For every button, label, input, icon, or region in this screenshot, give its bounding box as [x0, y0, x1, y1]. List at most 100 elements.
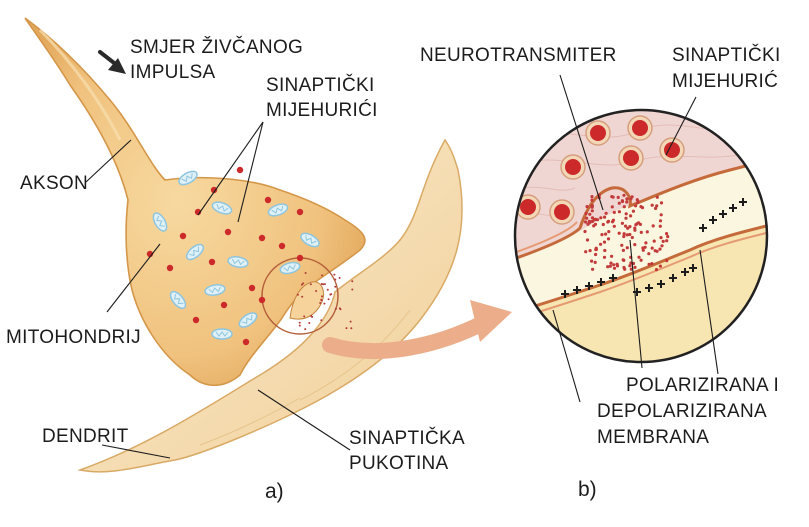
membrane-label-line1: POLARIZIRANA I	[626, 375, 780, 396]
neurotransmitter-dot	[334, 285, 337, 288]
neurotransmitter-dot	[650, 203, 654, 207]
neurotransmitter-dot	[651, 224, 655, 228]
neurotransmitter-dot	[606, 265, 610, 269]
neurotransmitter-dot	[594, 252, 598, 257]
plus-charge-icon	[585, 282, 593, 290]
synaptic-vesicle-icon	[659, 137, 685, 163]
neurotransmitter-dot	[658, 224, 662, 228]
neurotransmitter-dot	[350, 327, 353, 330]
synaptic-vesicles-group	[146, 166, 304, 346]
synaptic-vesicle-icon	[618, 145, 644, 171]
synaptic-vesicle-icon	[549, 199, 575, 225]
neurotransmitter-dot	[298, 324, 301, 327]
neurotransmitter-dot	[338, 276, 341, 279]
neurotransmitter-dot	[650, 262, 654, 266]
synaptic-vesicles-label-line2: MIJEHURIĆI	[266, 100, 378, 121]
neurotransmitter-dot	[349, 320, 352, 323]
neurotransmitter-dot	[645, 230, 649, 234]
neurotransmitter-dot	[654, 206, 658, 210]
neurotransmitter-dot	[659, 236, 663, 240]
impulse-direction-label-line2: IMPULSA	[130, 62, 216, 83]
neurotransmitter-dot	[330, 293, 333, 296]
neurotransmitter-dot	[609, 261, 613, 265]
neurotransmitter-dot	[585, 216, 589, 220]
neurotransmitter-label: NEUROTRANSMITER	[420, 45, 617, 66]
impulse-direction-label-line1: SMJER ŽIVČANOG	[130, 37, 304, 58]
neurotransmitter-dot	[320, 283, 323, 285]
neurotransmitter-dot	[612, 210, 616, 214]
neurotransmitter-dot	[647, 252, 651, 256]
neurotransmitter-dot	[633, 265, 637, 269]
neurotransmitter-dot	[606, 237, 611, 241]
neurotransmitter-dot	[615, 262, 619, 266]
neurotransmitter-dot	[637, 255, 641, 259]
neurotransmitter-dot	[592, 224, 596, 228]
neurotransmitter-dot	[644, 241, 648, 245]
neurotransmitter-dot	[620, 221, 625, 225]
neurotransmitter-dot	[593, 218, 597, 222]
plus-charge-icon	[561, 290, 569, 298]
panel-a-label: a)	[265, 480, 284, 503]
neurotransmitter-dot	[620, 199, 625, 204]
neurotransmitter-dot	[655, 204, 659, 208]
vesicle-dot	[258, 234, 266, 242]
neurotransmitter-dot	[636, 200, 640, 205]
neurotransmitter-dot	[321, 274, 323, 277]
neurotransmitter-dot	[628, 264, 632, 268]
neurotransmitter-dot	[308, 322, 311, 324]
neurotransmitter-dot	[302, 282, 305, 285]
neurotransmitter-dot	[610, 205, 614, 209]
leader-lines-a	[85, 121, 351, 459]
vesicle-dot	[220, 301, 228, 309]
dendrite-shape	[77, 138, 463, 473]
vesicle-dot	[179, 232, 187, 240]
neurotransmitter-dot	[323, 283, 326, 286]
neurotransmitter-dot	[639, 230, 643, 234]
neurotransmitter-dot	[309, 283, 312, 286]
neurotransmitter-dot	[641, 246, 645, 250]
plus-charge-icon	[699, 224, 707, 232]
neurotransmitter-dot	[628, 232, 632, 237]
neurotransmitter-dot	[304, 272, 307, 274]
neurotransmitter-dot	[588, 249, 592, 253]
mitochondrion-icon	[300, 232, 320, 248]
neurotransmitter-dot	[600, 233, 604, 237]
neurotransmitter-dot	[617, 231, 621, 235]
vesicle-dot	[166, 264, 174, 272]
neurotransmitter-dot	[658, 219, 663, 223]
synaptic-vesicle-icon	[585, 120, 611, 146]
neurotransmitter-dot	[593, 260, 597, 264]
mitochondrion-label: MITOHONDRIJ	[6, 327, 141, 348]
neurotransmitter-dot	[629, 197, 633, 201]
neurotransmitter-dot	[588, 212, 592, 216]
neurotransmitter-dot	[595, 218, 600, 222]
synaptic-vesicle-icon	[627, 115, 653, 141]
neurotransmitter-dot	[321, 295, 323, 298]
vesicle-dot	[210, 186, 218, 194]
neurotransmitter-dot	[584, 211, 588, 215]
neurotransmitter-dot	[621, 248, 626, 252]
vesicle-dot	[278, 242, 286, 250]
vesicle-dot	[242, 338, 250, 346]
neurotransmitter-dot	[659, 201, 664, 205]
neurotransmitter-dot	[658, 264, 663, 268]
neurotransmitter-dot	[622, 193, 626, 197]
neurotransmitter-dot	[583, 229, 587, 234]
neurotransmitter-dot	[625, 197, 629, 201]
synaptic-cleft-label-line1: SINAPTIČKA	[349, 428, 465, 449]
neurotransmitter-dot	[601, 222, 605, 227]
neurotransmitter-dot	[590, 209, 594, 213]
plus-charge-icon	[709, 216, 717, 224]
plus-charge-icon	[739, 198, 747, 206]
neurotransmitter-dot	[326, 288, 329, 291]
vesicle-dot	[236, 166, 244, 174]
neurotransmitter-dot	[633, 228, 637, 232]
neurotransmitter-dot	[585, 205, 589, 209]
neurotransmitter-dot	[304, 328, 307, 331]
neurotransmitter-dot	[622, 234, 626, 239]
neurotransmitter-dot	[625, 246, 629, 250]
vesicle-dot	[296, 254, 304, 262]
neurotransmitter-dot	[660, 244, 664, 248]
neurotransmitter-dot	[319, 302, 322, 304]
cleft-neurotransmitter-dots	[296, 272, 354, 331]
